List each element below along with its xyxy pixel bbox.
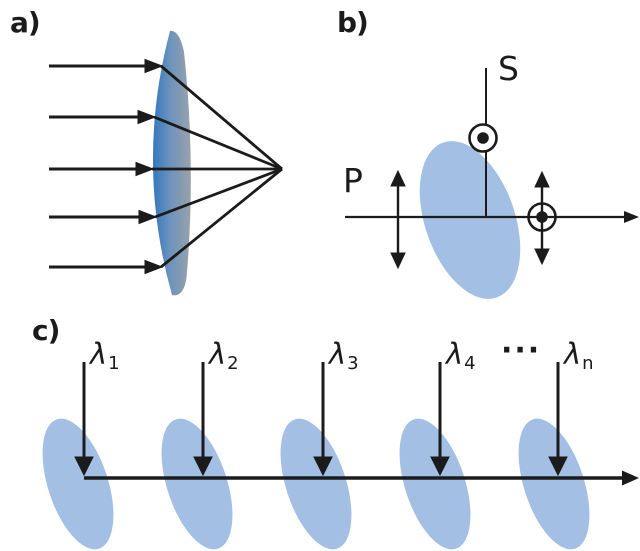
lambda-symbol: λ xyxy=(446,337,464,371)
focused-ray xyxy=(153,115,283,171)
chain-ellipses xyxy=(42,418,590,550)
lens xyxy=(152,30,191,296)
panel-c-label: c) xyxy=(32,314,60,347)
panel-b-label: b) xyxy=(337,6,369,39)
lambda-subscript: 3 xyxy=(347,353,359,375)
ray-arrowhead xyxy=(144,58,164,74)
out-of-plane-circle-icon xyxy=(527,202,557,232)
wavelength-label-3: λ3 xyxy=(329,340,359,373)
wavelength-label-2: λ2 xyxy=(209,340,239,373)
p-polarization-arrow xyxy=(390,169,406,270)
lambda-subscript: 1 xyxy=(108,353,120,375)
chain-ellipse xyxy=(518,418,590,550)
s-axis-label: S xyxy=(498,49,519,88)
wavelength-arrowhead xyxy=(193,456,213,477)
chain-ellipse xyxy=(161,418,233,550)
lambda-symbol: λ xyxy=(90,337,108,371)
chain-ellipse xyxy=(42,418,114,550)
ellipsis-label: ··· xyxy=(501,333,542,368)
wavelength-arrowhead xyxy=(74,456,94,477)
panel-c-graphics xyxy=(42,362,639,550)
wavelength-arrows xyxy=(74,362,568,477)
wavelength-arrowhead xyxy=(313,456,333,477)
arrowhead-down xyxy=(534,248,550,266)
polarization-ellipse xyxy=(419,141,521,299)
arrowhead-up xyxy=(390,169,406,187)
wavelength-arrowhead xyxy=(548,456,568,477)
wavelength-label-n: λn xyxy=(564,340,594,373)
arrowhead-down xyxy=(390,252,406,270)
chain-ellipse xyxy=(399,418,471,550)
beam-arrowhead xyxy=(622,470,639,486)
focused-rays xyxy=(152,64,283,269)
lambda-symbol: λ xyxy=(329,337,347,371)
focused-ray xyxy=(160,167,283,269)
p-axis-arrowhead xyxy=(624,211,639,223)
panel-b-graphics xyxy=(345,68,639,299)
lambda-subscript: n xyxy=(582,353,594,375)
incident-rays xyxy=(49,58,164,275)
lambda-symbol: λ xyxy=(564,337,582,371)
lambda-symbol: λ xyxy=(209,337,227,371)
ray-arrowhead xyxy=(144,259,164,275)
focused-ray xyxy=(160,64,283,171)
ray-arrowhead xyxy=(138,209,158,225)
s-polarization-symbol xyxy=(468,123,498,153)
lambda-subscript: 4 xyxy=(464,353,476,375)
arrowhead-up xyxy=(534,170,550,188)
chain-ellipse xyxy=(280,418,352,550)
ray-arrowhead xyxy=(137,109,157,125)
wavelength-label-1: λ1 xyxy=(90,340,120,373)
wavelength-label-4: λ4 xyxy=(446,340,476,373)
wavelength-arrowhead xyxy=(430,456,450,477)
ray-arrowhead xyxy=(135,161,155,177)
lambda-subscript: 2 xyxy=(227,353,239,375)
out-of-plane-dot-icon xyxy=(477,132,489,144)
panel-a-graphics xyxy=(49,30,283,296)
p-axis-label: P xyxy=(343,161,363,200)
focused-ray xyxy=(154,167,283,219)
combined-polarization-symbol xyxy=(527,170,557,266)
panel-a-label: a) xyxy=(10,6,41,39)
out-of-plane-dot-icon xyxy=(536,211,548,223)
